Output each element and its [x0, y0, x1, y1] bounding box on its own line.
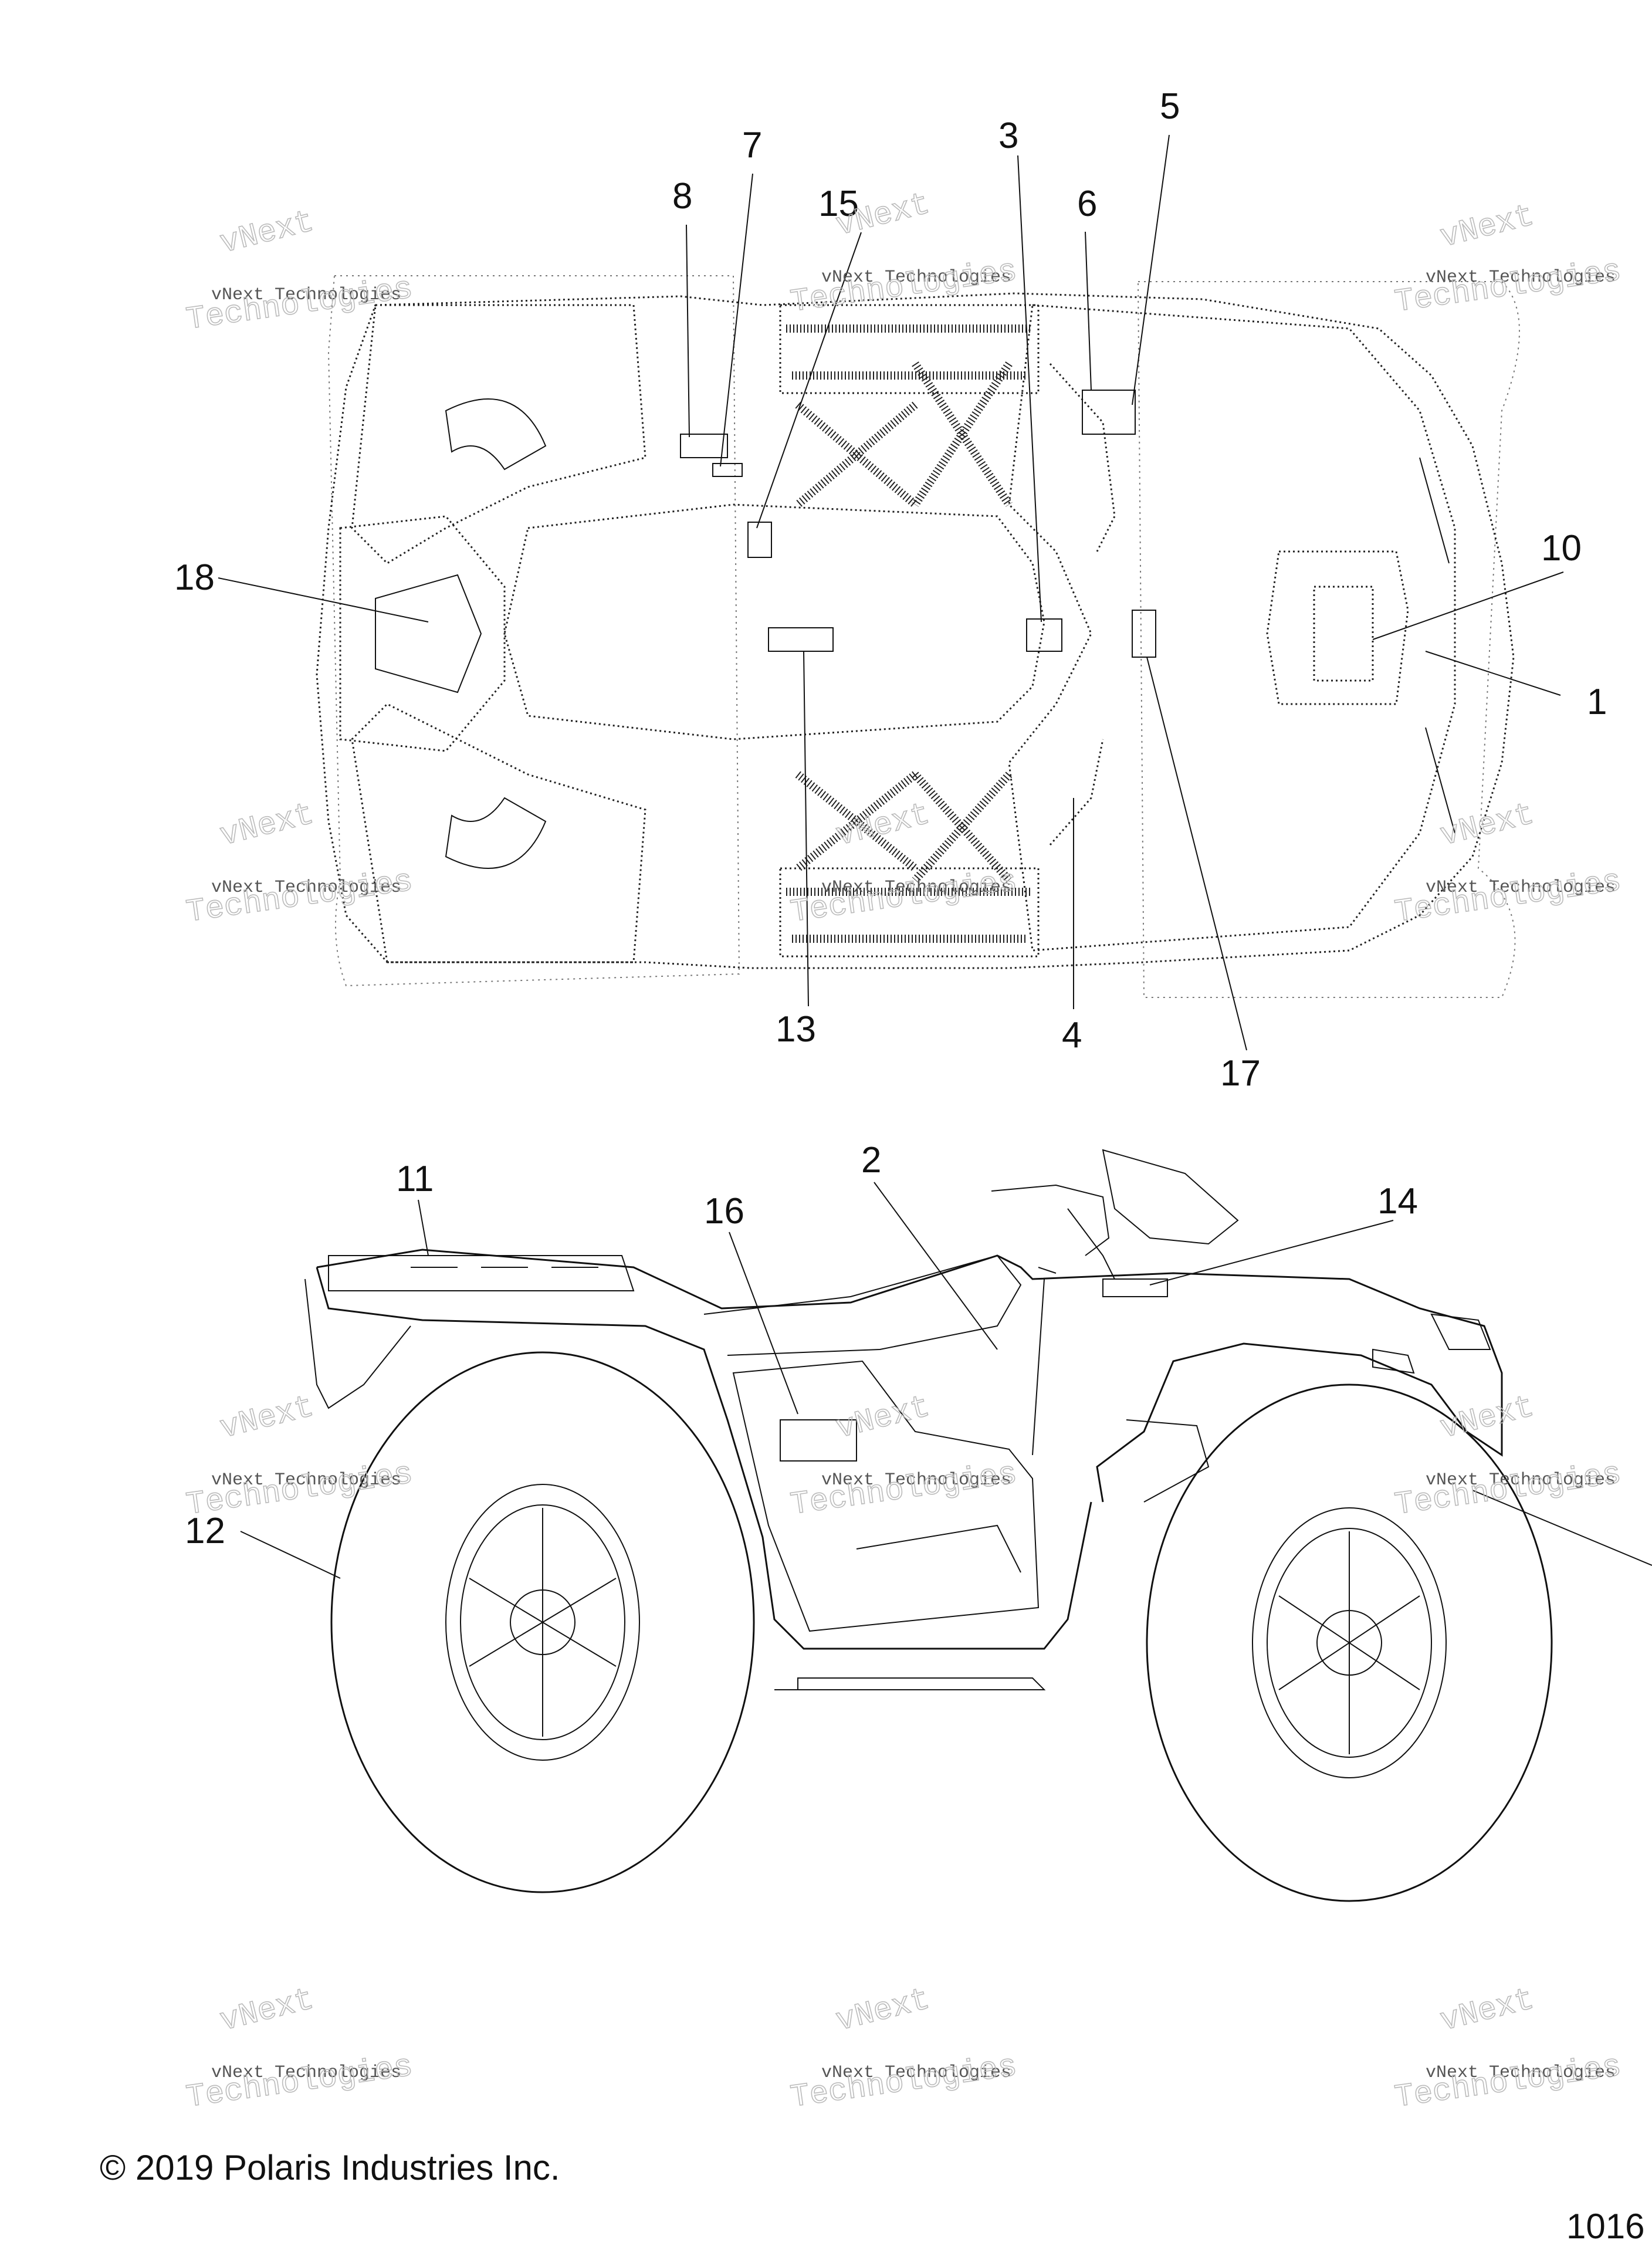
- callout-4: 4: [1062, 1015, 1082, 1056]
- svg-text:Technologies: Technologies: [184, 2049, 415, 2116]
- page-number: 1016: [1566, 2207, 1645, 2246]
- svg-text:Technologies: Technologies: [1393, 253, 1624, 321]
- watermark: vNext vNext Technologies Technologies: [184, 1389, 415, 1524]
- svg-text:vNext: vNext: [832, 1982, 933, 2039]
- svg-text:vNext: vNext: [1437, 1389, 1538, 1447]
- callout-1: 1: [1587, 682, 1607, 722]
- watermark: vNext vNext Technologies Technologies: [184, 1981, 415, 2116]
- svg-text:vNext Technologies: vNext Technologies: [1426, 268, 1616, 287]
- copyright-notice: © 2019 Polaris Industries Inc.: [100, 2148, 560, 2187]
- callout-10: 10: [1541, 528, 1582, 569]
- svg-text:Technologies: Technologies: [788, 1456, 1020, 1524]
- svg-text:vNext Technologies: vNext Technologies: [821, 1470, 1011, 1490]
- top-view: [316, 275, 1520, 998]
- svg-text:vNext: vNext: [832, 797, 933, 854]
- svg-text:vNext: vNext: [832, 1389, 933, 1447]
- svg-text:Technologies: Technologies: [1393, 1456, 1624, 1524]
- svg-text:Technologies: Technologies: [184, 271, 415, 339]
- watermark: vNext vNext Technologies Technologies: [1392, 1389, 1624, 1524]
- svg-text:Technologies: Technologies: [788, 253, 1020, 321]
- svg-text:vNext: vNext: [216, 1982, 317, 2039]
- callout-2: 2: [861, 1140, 881, 1180]
- callout-12: 12: [185, 1511, 225, 1551]
- callout-14: 14: [1377, 1181, 1418, 1222]
- side-view: [304, 1149, 1553, 1902]
- svg-text:Technologies: Technologies: [788, 864, 1020, 931]
- svg-text:vNext Technologies: vNext Technologies: [821, 2063, 1011, 2083]
- svg-text:vNext Technologies: vNext Technologies: [821, 268, 1011, 287]
- watermark: vNext vNext Technologies Technologies: [788, 796, 1020, 931]
- callout-5: 5: [1160, 86, 1180, 127]
- callout-8: 8: [672, 176, 692, 216]
- svg-text:vNext Technologies: vNext Technologies: [1426, 1470, 1616, 1490]
- svg-text:vNext: vNext: [1437, 198, 1538, 256]
- svg-text:vNext Technologies: vNext Technologies: [1426, 2063, 1616, 2083]
- callout-18: 18: [174, 557, 215, 598]
- svg-text:vNext Technologies: vNext Technologies: [1426, 878, 1616, 898]
- svg-text:Technologies: Technologies: [1393, 864, 1624, 931]
- svg-text:vNext: vNext: [216, 797, 317, 854]
- callout-3: 3: [998, 116, 1018, 156]
- callout-16: 16: [704, 1191, 744, 1232]
- watermark: vNext vNext Technologies Technologies: [1392, 796, 1624, 931]
- svg-text:Technologies: Technologies: [788, 2049, 1020, 2116]
- callout-7: 7: [742, 125, 762, 165]
- watermark: vNext vNext Technologies Technologies: [1392, 1981, 1624, 2116]
- watermarks: vNext vNext Technologies Technologies vN…: [184, 186, 1624, 2116]
- svg-text:vNext Technologies: vNext Technologies: [211, 2063, 401, 2083]
- watermark: vNext vNext Technologies Technologies: [788, 1981, 1020, 2116]
- callout-15: 15: [818, 184, 859, 224]
- callout-6: 6: [1077, 184, 1097, 224]
- callout-labels: 8 7 15 3 5 6 10 1 18 13 4 17 2 11 16 14 …: [174, 86, 1607, 1551]
- svg-text:vNext Technologies: vNext Technologies: [211, 285, 401, 305]
- callout-13: 13: [776, 1009, 816, 1050]
- leader-lines: [218, 134, 1652, 1579]
- watermark: vNext vNext Technologies Technologies: [184, 796, 415, 931]
- callout-11: 11: [396, 1159, 434, 1199]
- svg-text:Technologies: Technologies: [1393, 2049, 1624, 2116]
- svg-text:Technologies: Technologies: [184, 1456, 415, 1524]
- watermark: vNext vNext Technologies Technologies: [1392, 198, 1624, 321]
- svg-text:vNext: vNext: [216, 204, 317, 262]
- svg-text:Technologies: Technologies: [184, 864, 415, 931]
- watermark: vNext vNext Technologies Technologies: [788, 1389, 1020, 1524]
- watermark: vNext vNext Technologies Technologies: [184, 204, 415, 339]
- callout-17: 17: [1220, 1053, 1261, 1094]
- svg-text:vNext Technologies: vNext Technologies: [211, 878, 401, 898]
- svg-text:vNext: vNext: [1437, 797, 1538, 854]
- svg-text:vNext: vNext: [1437, 1982, 1538, 2039]
- svg-text:vNext: vNext: [216, 1389, 317, 1447]
- svg-text:vNext Technologies: vNext Technologies: [211, 1470, 401, 1490]
- svg-text:vNext Technologies: vNext Technologies: [821, 878, 1011, 898]
